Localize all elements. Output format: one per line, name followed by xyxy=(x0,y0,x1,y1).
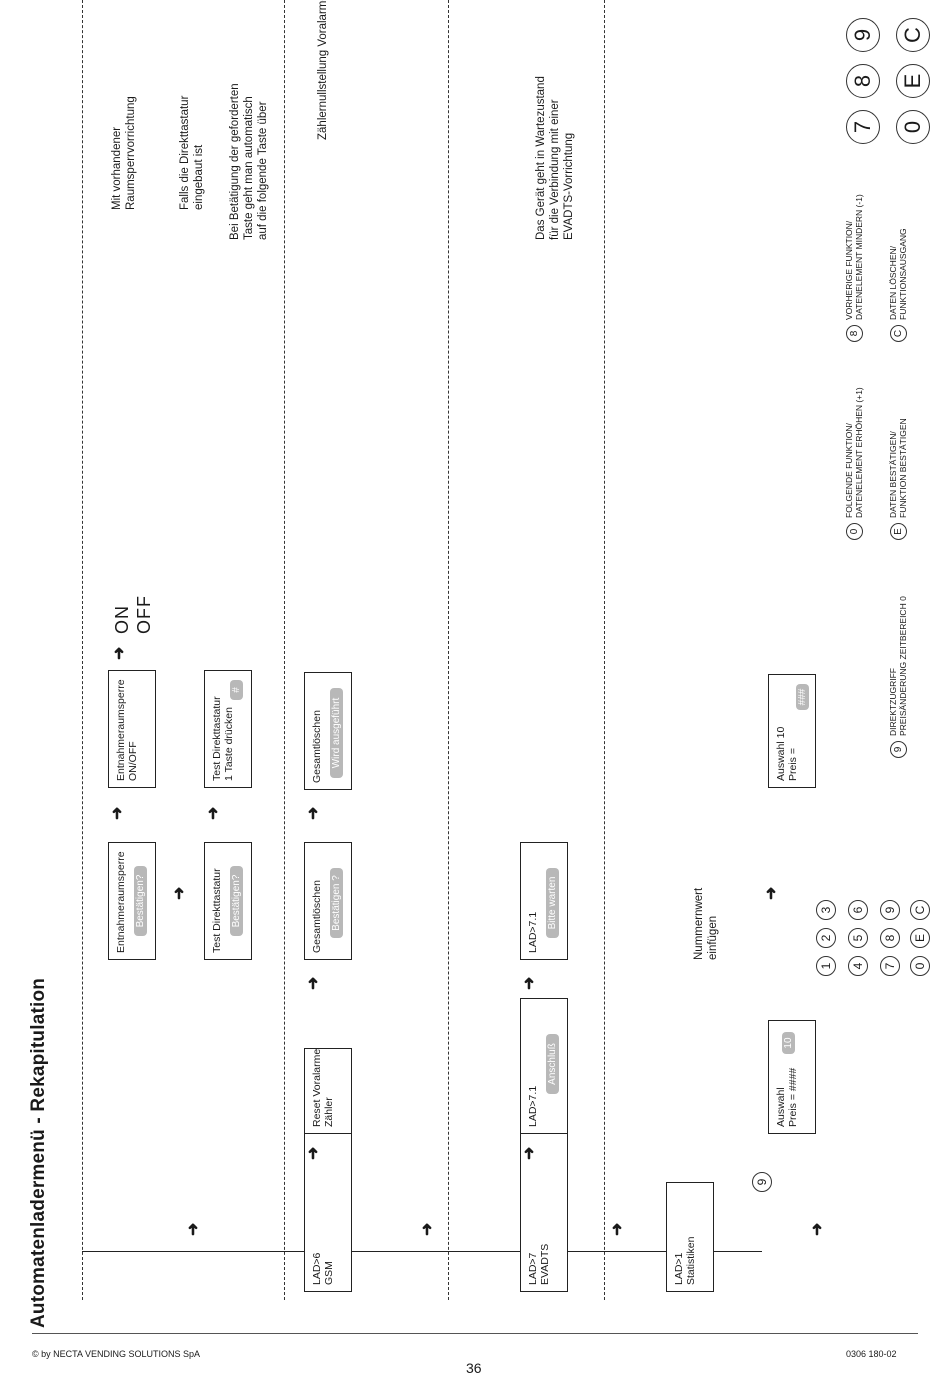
dashed-separator xyxy=(284,0,285,1300)
arrow-icon: ➜ xyxy=(171,886,188,900)
burst-wird-ausgefuehrt: Wird ausgeführt xyxy=(330,688,343,778)
legend-item: 0 FOLGENDE FUNKTION/DATENELEMENT ERHÖHEN… xyxy=(844,387,864,540)
burst-bestaetigen: Bestätigen ? xyxy=(330,868,343,938)
arrow-icon: ➜ xyxy=(305,806,322,820)
keypad-row: 456 xyxy=(848,892,868,976)
arrow-icon: ➜ xyxy=(419,1222,436,1236)
arrow-icon: ➜ xyxy=(111,646,128,660)
burst-bitte-warten: Bitte warten xyxy=(546,868,559,938)
footer-copyright: © by NECTA VENDING SOLUTIONS SpA xyxy=(32,1349,201,1359)
box-lad71-bitte-warten: LAD>7.1 xyxy=(520,842,568,960)
legend-item: E DATEN BESTÄTIGEN/FUNKTION BESTÄTIGEN xyxy=(888,418,908,540)
arrow-icon: ➜ xyxy=(763,886,780,900)
arrow-icon: ➜ xyxy=(205,806,222,820)
main-bus-line xyxy=(82,1251,762,1252)
label-on: ON xyxy=(112,605,132,634)
keypad-row: 123 xyxy=(816,892,836,976)
burst-anschluss: Anschluß xyxy=(546,1034,559,1094)
arrow-icon: ➜ xyxy=(809,1222,826,1236)
page-title: Automatenladermenü - Rekapitulation xyxy=(28,977,49,1328)
arrow-icon: ➜ xyxy=(609,1222,626,1236)
dashed-separator xyxy=(82,0,83,1300)
bigkeys-bottom: 0EC xyxy=(896,12,930,150)
key-9-callout: 9 xyxy=(752,1164,772,1192)
arrow-icon: ➜ xyxy=(305,1146,322,1160)
dashed-separator xyxy=(604,0,605,1300)
note-zaehler: Zählernullstellung Voralarme xyxy=(317,0,329,140)
arrow-icon: ➜ xyxy=(109,806,126,820)
keypad-row: 0EC xyxy=(910,892,930,976)
box-gesamtloeschen-running: Gesamtlöschen xyxy=(304,672,352,790)
box-entnahmeraumsperre: Entnahmeraumsperre xyxy=(108,842,156,960)
rotated-sheet: Automatenladermenü - Rekapitulation LAD>… xyxy=(0,0,950,1340)
burst-bestaetigen: Bestätigen? xyxy=(230,866,243,936)
footer-rule xyxy=(32,1333,918,1334)
dashed-separator xyxy=(448,0,449,1300)
burst-price-hash: ### xyxy=(796,684,809,710)
label-off: OFF xyxy=(134,595,154,634)
burst-hash: # xyxy=(230,680,243,700)
footer-doc-code: 0306 180-02 xyxy=(846,1349,897,1359)
arrow-icon: ➜ xyxy=(185,1222,202,1236)
legend-item: C DATEN LÖSCHEN/FUNKTIONSAUSGANG xyxy=(888,228,908,342)
page-number: 36 xyxy=(466,1360,482,1376)
box-gesamtloeschen-confirm: Gesamtlöschen xyxy=(304,842,352,960)
box-lad71-anschluss: LAD>7.1 xyxy=(520,998,568,1134)
box-test-direkttastatur: Test Direkttastatur xyxy=(204,842,252,960)
arrow-icon: ➜ xyxy=(305,976,322,990)
bigkeys-top: 789 xyxy=(846,12,880,150)
legend-item: 8 VORHERIGE FUNKTION/DATENELEMENT MINDER… xyxy=(844,194,864,342)
arrow-icon: ➜ xyxy=(521,1146,538,1160)
arrow-icon: ➜ xyxy=(521,976,538,990)
keypad-row: 789 xyxy=(880,892,900,976)
burst-ten: 10 xyxy=(782,1032,795,1054)
burst-bestaetigen: Bestätigen? xyxy=(134,866,147,936)
